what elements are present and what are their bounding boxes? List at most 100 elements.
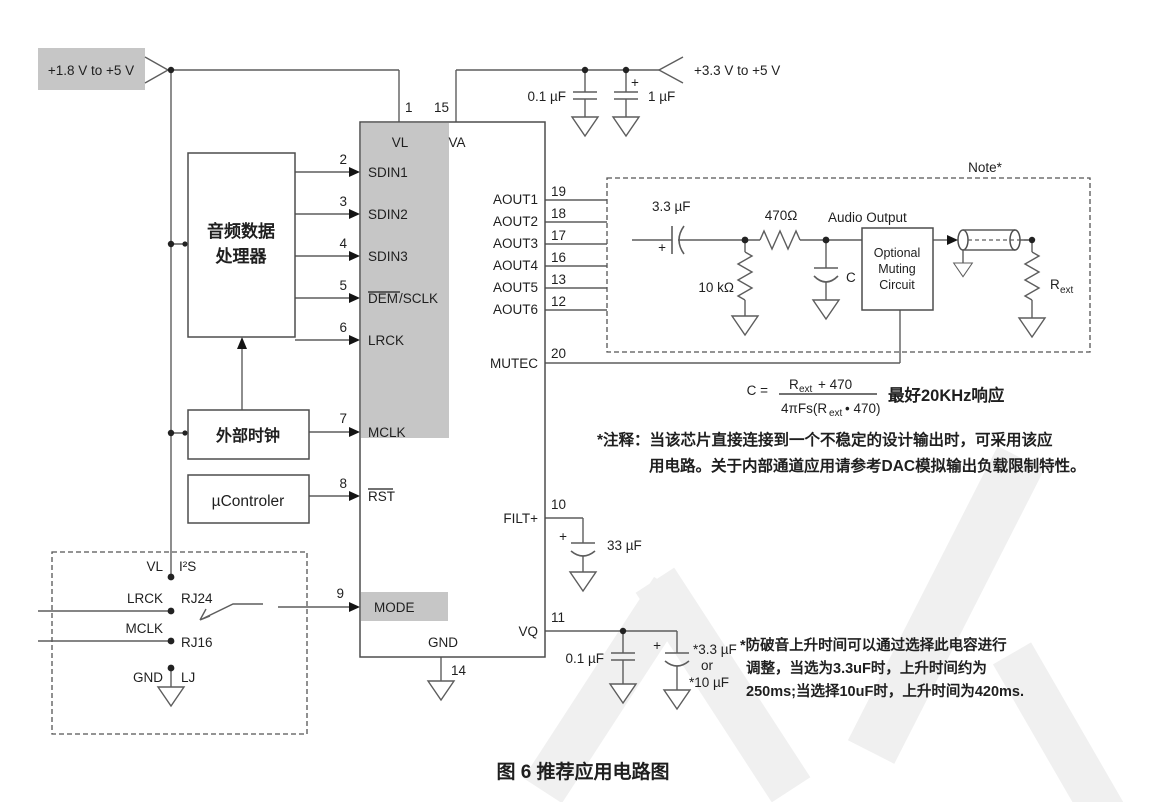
pin-dem-label: DEM	[368, 291, 398, 306]
note-cin-value: 3.3 µF	[652, 199, 691, 214]
muting-circuit-box	[861, 227, 934, 311]
mode-shaded-region	[361, 592, 448, 621]
pin-aout6-number: 12	[551, 294, 566, 309]
rext-label: R	[1050, 277, 1060, 292]
pin-mclk-number: 7	[339, 411, 347, 426]
pin-sdin3-label: SDIN3	[368, 249, 408, 264]
pin-aout5-number: 13	[551, 272, 566, 287]
mode-switch-mclk-label: MCLK	[125, 621, 163, 636]
mode-switch-vl-label: VL	[146, 559, 163, 574]
pin-rst-label: RST	[368, 489, 395, 504]
pin-sdin2-label: SDIN2	[368, 207, 408, 222]
mode-switch-i2s-label: I²S	[179, 559, 196, 574]
pin-rst-number: 8	[339, 476, 347, 491]
pin-vl-number: 1	[405, 100, 413, 115]
va-cap1-value: 0.1 µF	[527, 89, 566, 104]
rext-label-sub: ext	[1060, 285, 1074, 296]
pin-gnd-label: GND	[428, 635, 458, 650]
va-cap2-plus: +	[631, 75, 639, 90]
muting-box-label-line3: Circuit	[879, 278, 915, 292]
pin-sdin3-number: 4	[339, 236, 347, 251]
formula-annotation: 最好20KHz响应	[888, 385, 1005, 405]
filt-cap-plus: +	[559, 529, 567, 544]
audio-processor-label-line2: 处理器	[215, 246, 268, 266]
pin-lrck-number: 6	[339, 320, 347, 335]
resistor-470	[759, 229, 801, 251]
vq-note-line1: *防破音上升时间可以通过选择此电容进行	[740, 636, 1007, 654]
va-cap2-value: 1 µF	[648, 89, 675, 104]
pin-vq-number: 11	[551, 610, 565, 625]
note-r-series-value: 470Ω	[765, 208, 798, 223]
vq-cap2-plus: +	[653, 638, 661, 653]
pin-filt-number: 10	[551, 497, 566, 512]
formula-numerator-sub: ext	[799, 384, 813, 395]
watermark	[523, 446, 1132, 802]
formula-denominator-rest: • 470)	[845, 401, 881, 416]
vq-note-line3: 250ms;当选择10uF时，上升时间为420ms.	[746, 682, 1024, 700]
pin-aout5-label: AOUT5	[493, 280, 538, 295]
junction-dots	[167, 66, 1036, 672]
pin-sdin1-label: SDIN1	[368, 165, 408, 180]
muting-box-label-line1: Optional	[874, 246, 921, 260]
pin-vl-label: VL	[392, 135, 409, 150]
labels: +1.8 V to +5 V +3.3 V to +5 V 0.1 µF + 1…	[48, 63, 1086, 783]
formula-numerator-rest: + 470	[818, 377, 852, 392]
pin-sdin2-number: 3	[339, 194, 347, 209]
note-cin-plus: +	[658, 240, 666, 255]
formula-lhs: C =	[747, 383, 769, 398]
mode-switch-gnd-label: GND	[133, 670, 163, 685]
app-note-line2: 用电路。关于内部通道应用请参考DAC模拟输出负载限制特性。	[649, 456, 1086, 475]
pin-sdin1-number: 2	[339, 152, 347, 167]
pin-aout1-number: 19	[551, 184, 566, 199]
formula-denominator-sub: ext	[829, 408, 843, 419]
mode-switch-rj24-label: RJ24	[181, 591, 213, 606]
note-c-label: C	[846, 270, 856, 285]
pin-aout2-label: AOUT2	[493, 214, 538, 229]
pin-aout1-label: AOUT1	[493, 192, 538, 207]
pin-aout4-label: AOUT4	[493, 258, 539, 273]
pin-filt-label: FILT+	[503, 511, 538, 526]
vq-cap2-or: or	[701, 658, 714, 673]
pin-mode-number: 9	[336, 586, 344, 601]
pin-va-label: VA	[448, 135, 465, 150]
pin-vq-label: VQ	[518, 624, 538, 639]
capacitor-symbols	[570, 91, 839, 667]
ic-shaded-region	[361, 123, 449, 438]
va-supply-label: +3.3 V to +5 V	[694, 63, 780, 78]
pin-mutec-number: 20	[551, 346, 566, 361]
pin-va-number: 15	[434, 100, 449, 115]
wires	[38, 56, 1033, 690]
vq-cap1-value: 0.1 µF	[565, 651, 604, 666]
mcu-box	[187, 474, 310, 524]
mcu-label: µControler	[212, 493, 285, 510]
vq-cap2-option1: *3.3 µF	[693, 642, 737, 657]
formula-numerator-base: R	[789, 377, 799, 392]
ext-clock-label: 外部时钟	[215, 426, 280, 445]
figure-caption: 图 6 推荐应用电路图	[496, 760, 669, 783]
filt-cap-value: 33 µF	[607, 538, 642, 553]
cable-symbol	[957, 229, 1030, 251]
pin-aout2-number: 18	[551, 206, 566, 221]
note-r-shunt-value: 10 kΩ	[698, 280, 734, 295]
pin-dem-number: 5	[339, 278, 347, 293]
vl-supply-box	[38, 48, 145, 90]
pin-gnd-number: 14	[451, 663, 467, 678]
pin-aout3-label: AOUT3	[493, 236, 538, 251]
mode-select-dashed-box	[51, 551, 308, 735]
mode-switch-rj16-label: RJ16	[181, 635, 213, 650]
mode-switch-lj-label: LJ	[181, 670, 195, 685]
ext-clock-box	[187, 409, 310, 460]
audio-processor-box	[187, 152, 296, 338]
pin-aout6-label: AOUT6	[493, 302, 538, 317]
pin-lrck-label: LRCK	[368, 333, 404, 348]
note-dashed-box	[606, 177, 1091, 353]
formula-denominator-pre: 4πFs(R	[781, 401, 827, 416]
vl-supply-label: +1.8 V to +5 V	[48, 63, 134, 78]
audio-processor-label-line1: 音频数据	[207, 221, 275, 241]
resistor-10k	[736, 251, 754, 301]
pin-mode-label: MODE	[374, 600, 415, 615]
vq-cap2-option2: *10 µF	[689, 675, 729, 690]
resistor-rext	[1023, 251, 1041, 301]
app-note-line1: *注释：当该芯片直接连接到一个不稳定的设计输出时，可采用该应	[597, 430, 1053, 449]
